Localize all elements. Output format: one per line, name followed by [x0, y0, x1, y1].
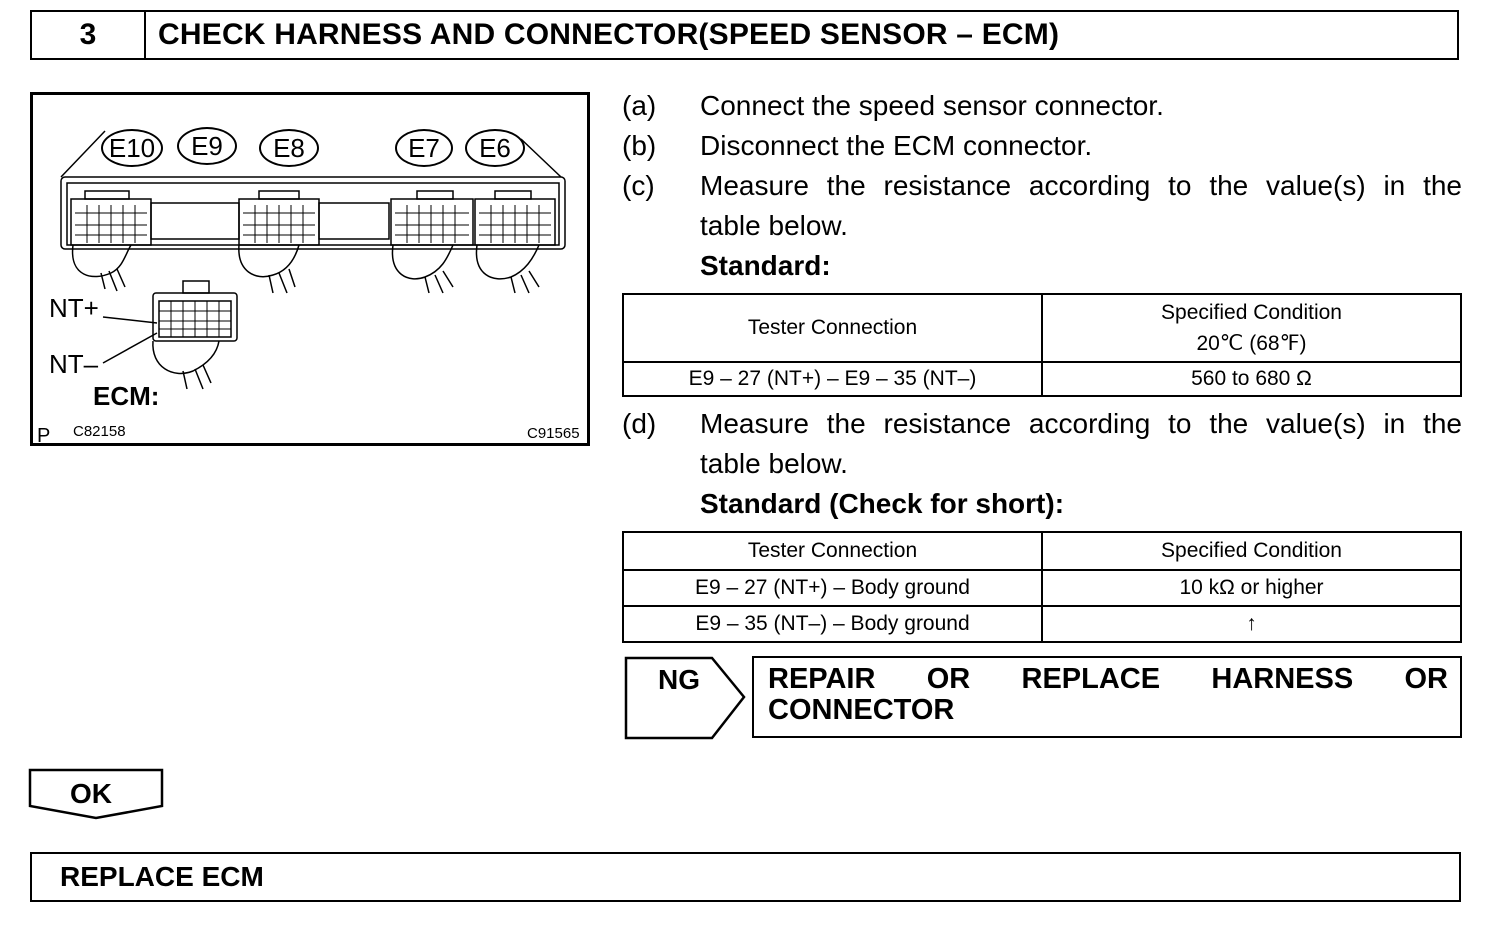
- pin-label-nt-plus: NT+: [49, 293, 99, 323]
- table-header-row: Tester Connection Specified Condition: [622, 531, 1462, 571]
- figure-code-right: C91565: [527, 425, 580, 442]
- step-d-label: (d): [622, 408, 657, 439]
- step-c-label: (c): [622, 170, 655, 201]
- final-action-box: REPLACE ECM: [30, 852, 1461, 902]
- col-header-connection: Tester Connection: [622, 293, 1043, 363]
- corner-mark: P: [37, 425, 51, 447]
- col-header-condition-line2: 20℃ (68℉): [1196, 331, 1307, 355]
- step-c-text-line1: Measure the resistance according to the …: [700, 170, 1462, 201]
- ng-arrow-icon: [624, 656, 746, 740]
- col-header-condition: Specified Condition 20℃ (68℉): [1041, 293, 1462, 363]
- ecm-label: ECM:: [93, 381, 160, 411]
- ng-word: OR: [1404, 663, 1449, 695]
- pin-label-nt-minus: NT–: [49, 349, 99, 379]
- col-header-condition: Specified Condition: [1041, 531, 1462, 571]
- table-row: E9 – 35 (NT–) – Body ground ↑: [622, 605, 1462, 643]
- section-header: 3 CHECK HARNESS AND CONNECTOR(SPEED SENS…: [30, 10, 1459, 60]
- step-a-label: (a): [622, 90, 657, 121]
- table-row: E9 – 27 (NT+) – E9 – 35 (NT–) 560 to 680…: [622, 361, 1462, 397]
- step-a-text: Connect the speed sensor connector.: [700, 90, 1164, 121]
- standard-heading-2: Standard (Check for short):: [700, 488, 1065, 519]
- step-c-text-line2: table below.: [700, 210, 848, 241]
- ng-action-box: REPAIR OR REPLACE HARNESS OR CONNECTOR: [752, 656, 1462, 738]
- ecm-connector-drawing: [60, 130, 566, 390]
- connector-label-e9: E9: [177, 127, 237, 165]
- ng-word: HARNESS: [1211, 663, 1354, 695]
- ng-label: NG: [658, 664, 700, 695]
- figure-code-left: C82158: [73, 423, 126, 440]
- ok-label: OK: [70, 778, 112, 809]
- section-title: CHECK HARNESS AND CONNECTOR(SPEED SENSOR…: [158, 18, 1060, 51]
- spec-table-1: Tester Connection Specified Condition 20…: [622, 293, 1462, 397]
- table-header-row: Tester Connection Specified Condition 20…: [622, 293, 1462, 363]
- connector-label-e8: E8: [259, 129, 319, 167]
- connector-label-e10: E10: [101, 129, 163, 167]
- ng-word: REPLACE: [1021, 663, 1161, 695]
- cell-condition: ↑: [1041, 605, 1462, 643]
- ng-action-line1: REPAIR OR REPLACE HARNESS OR: [768, 664, 1448, 695]
- spec-table-2: Tester Connection Specified Condition E9…: [622, 531, 1462, 643]
- step-b-label: (b): [622, 130, 657, 161]
- step-d-text-line1: Measure the resistance according to the …: [700, 408, 1462, 439]
- col-header-connection: Tester Connection: [622, 531, 1043, 571]
- cell-condition: 560 to 680 Ω: [1041, 361, 1462, 397]
- ecm-connector-figure: E10 E9 E8 E7 E6 NT+ NT– ECM: P C82158 C9…: [30, 92, 590, 447]
- ng-word: OR: [926, 663, 971, 695]
- standard-heading-1: Standard:: [700, 250, 831, 281]
- ok-arrow-icon: [28, 768, 164, 820]
- step-d-text-line2: table below.: [700, 448, 848, 479]
- col-header-condition-line1: Specified Condition: [1161, 300, 1342, 324]
- ng-word: REPAIR: [768, 663, 876, 695]
- connector-label-e6: E6: [465, 129, 525, 167]
- ng-action-line2: CONNECTOR: [768, 694, 955, 726]
- cell-condition: 10 kΩ or higher: [1041, 569, 1462, 607]
- cell-connection: E9 – 35 (NT–) – Body ground: [622, 605, 1043, 643]
- table-row: E9 – 27 (NT+) – Body ground 10 kΩ or hig…: [622, 569, 1462, 607]
- cell-connection: E9 – 27 (NT+) – Body ground: [622, 569, 1043, 607]
- step-number: 3: [32, 12, 146, 58]
- cell-connection: E9 – 27 (NT+) – E9 – 35 (NT–): [622, 361, 1043, 397]
- step-b-text: Disconnect the ECM connector.: [700, 130, 1093, 161]
- connector-label-e7: E7: [395, 129, 453, 167]
